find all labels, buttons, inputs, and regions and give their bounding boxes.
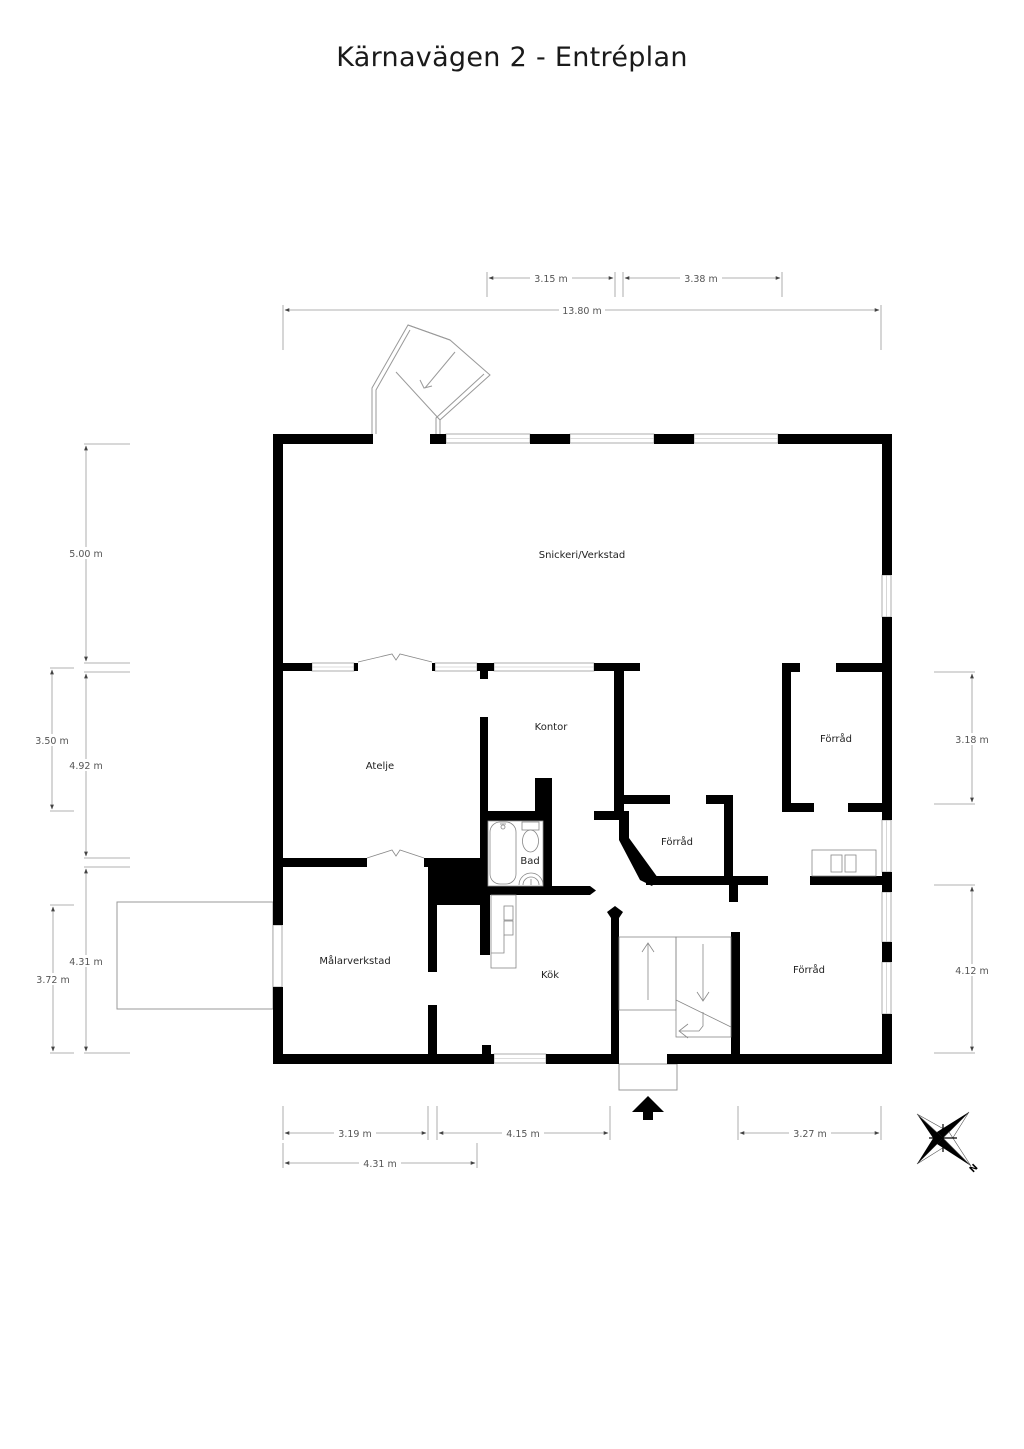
stair-flight-down <box>675 936 732 1038</box>
room-label-forrad-center: Förråd <box>661 835 693 848</box>
dim-top-total: 13.80 m <box>562 306 601 317</box>
terrace <box>116 901 274 1010</box>
page-title: Kärnavägen 2 - Entréplan <box>336 42 688 73</box>
dim-left-3-72: 3.72 m <box>36 975 69 986</box>
dim-bottom-3-27: 3.27 m <box>793 1129 826 1140</box>
dimensions <box>50 272 975 1168</box>
room-label-bad: Bad <box>520 856 539 867</box>
entrance-step <box>618 1063 678 1091</box>
bench-fixture <box>811 849 877 877</box>
dim-top-b: 3.38 m <box>684 274 717 285</box>
compass-rose-icon: N <box>916 1111 980 1175</box>
room-label-forrad-upper: Förråd <box>820 732 852 745</box>
room-label-kontor: Kontor <box>535 722 569 733</box>
room-labels: Snickeri/Verkstad Atelje Kontor Bad Förr… <box>319 550 852 981</box>
dim-left-4-92: 4.92 m <box>69 761 102 772</box>
dim-left-4-31: 4.31 m <box>69 957 102 968</box>
dim-bottom-3-19: 3.19 m <box>338 1129 371 1140</box>
folding-doors <box>357 653 433 859</box>
dim-right-3-18: 3.18 m <box>955 735 988 746</box>
room-label-malarverkstad: Målarverkstad <box>319 954 390 967</box>
stair-flight-up <box>618 936 677 1011</box>
toilet-icon <box>521 821 540 831</box>
bathtub-icon <box>489 821 517 885</box>
dimension-labels: 3.15 m 3.38 m 13.80 m 5.00 m 3.50 m 4.92… <box>30 272 994 1170</box>
room-label-kok: Kök <box>541 970 559 981</box>
dim-top-a: 3.15 m <box>534 274 567 285</box>
room-label-snickeri: Snickeri/Verkstad <box>539 550 626 561</box>
dim-left-3-50: 3.50 m <box>35 736 68 747</box>
walls <box>273 434 892 1064</box>
room-label-atelje: Atelje <box>366 761 394 772</box>
dim-bottom-4-31: 4.31 m <box>363 1159 396 1170</box>
room-label-forrad-lower: Förråd <box>793 963 825 976</box>
fixtures <box>487 820 877 1039</box>
dim-left-5: 5.00 m <box>69 549 102 560</box>
kitchen-counter <box>490 894 517 969</box>
entrance-arrow-icon <box>632 1096 664 1120</box>
dim-right-4-12: 4.12 m <box>955 966 988 977</box>
dim-bottom-4-15: 4.15 m <box>506 1129 539 1140</box>
exterior-stair-top <box>371 324 491 434</box>
